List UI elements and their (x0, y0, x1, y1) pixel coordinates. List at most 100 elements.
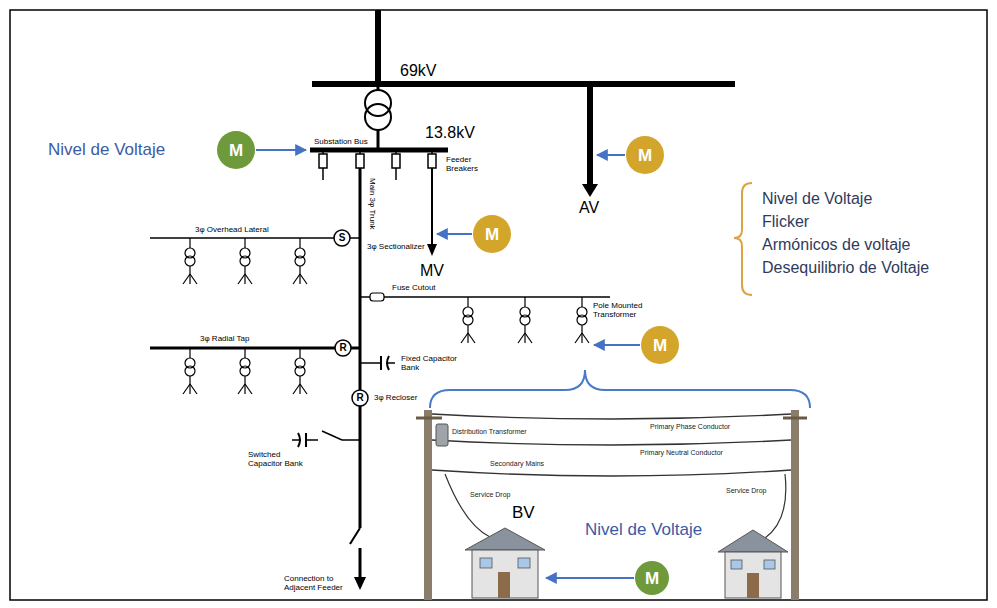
frame (10, 10, 987, 600)
switched-capacitor-symbol (292, 431, 360, 447)
level-label: AV (579, 199, 599, 217)
wire (322, 168, 324, 180)
part-label: Fixed Capacitor Bank (401, 354, 465, 372)
part-label: Feeder Breakers (446, 155, 488, 173)
node-text: M (645, 570, 659, 587)
transformer-symbol (293, 238, 307, 284)
radial-tap (150, 347, 360, 350)
transformer-symbol (238, 348, 252, 394)
distribution-transformer-can (436, 424, 448, 446)
transformer-symbol (575, 297, 589, 343)
feeder-breakers (319, 150, 436, 180)
node-circle (217, 131, 255, 169)
node-circle (635, 561, 669, 595)
level-label: MV (420, 262, 444, 280)
wire (377, 130, 380, 150)
node-text: R (339, 343, 346, 353)
substation-bus (310, 148, 448, 153)
node-circle (335, 340, 351, 356)
illustration-label: Primary Neutral Conductor (640, 449, 723, 457)
switch (350, 528, 360, 544)
distribution-illustration (416, 410, 807, 600)
measurement-arrow (546, 577, 634, 579)
wire (360, 362, 381, 364)
transformer-symbol (293, 348, 307, 394)
voltage-label: 69kV (400, 62, 436, 80)
house-window (764, 560, 775, 569)
node-circle (352, 390, 368, 406)
node-text: M (653, 337, 667, 354)
part-label: 3φ Sectionalizer (367, 242, 425, 251)
quality-item: Armónicos de voltaje (762, 236, 911, 254)
meter-circle: M (640, 325, 680, 365)
illustration-label: Distribution Transformer (452, 428, 527, 436)
node-circle (626, 136, 664, 174)
pole (791, 410, 799, 600)
measurement-arrow (594, 344, 640, 346)
measurement-label: Nivel de Voltaje (585, 520, 702, 540)
fuse-symbol (370, 293, 384, 301)
part-label: 3φ Recloser (374, 393, 417, 402)
wire (360, 296, 370, 298)
arrow-head (427, 244, 437, 256)
meter-circle: M (634, 560, 670, 596)
house-window (731, 560, 742, 569)
bracket (734, 183, 752, 295)
house-wall (472, 550, 538, 598)
part-label: Switched Capacitor Bank (248, 450, 312, 468)
part-label: 3φ Radial Tap (200, 334, 250, 343)
meter-circle: M (216, 130, 256, 170)
voltage-label: 13.8kV (425, 124, 475, 142)
brace (430, 370, 810, 408)
wire (292, 439, 300, 441)
illustration-label: Service Drop (470, 491, 510, 499)
part-label: Substation Bus (314, 137, 368, 146)
part-label: Pole Mounted Transformer (593, 301, 643, 319)
transformer-symbol (183, 348, 197, 394)
recloser-symbol: R (334, 339, 352, 357)
capacitor-plate (380, 356, 382, 370)
illustration-label: Primary Phase Conductor (650, 423, 730, 431)
meter-circle: M (625, 135, 665, 175)
transformer-symbol (518, 297, 532, 343)
pole (424, 410, 432, 600)
secondary-main-wire (432, 470, 791, 476)
node-text: R (356, 393, 363, 403)
level-label: BV (512, 503, 535, 523)
crossarm (783, 417, 807, 420)
node-text: M (638, 147, 652, 164)
wire (306, 439, 318, 441)
house-roof (465, 528, 545, 550)
hv-branch (587, 84, 593, 186)
overhead-lateral (150, 237, 360, 239)
node-circle (473, 215, 511, 253)
meter-circle: M (472, 214, 512, 254)
part-label: Fuse Cutout (392, 283, 436, 292)
primary-phase-wire (432, 414, 791, 419)
house-roof (718, 530, 788, 552)
measurement-arrows (256, 150, 640, 578)
house-door (498, 572, 510, 598)
capacitor-plate (305, 433, 307, 447)
house-wall (725, 552, 781, 598)
part-label: 3φ Overhead Lateral (195, 225, 269, 234)
part-label: Main 3φ Trunk (368, 178, 377, 230)
node-text: S (339, 233, 346, 243)
house-door (747, 573, 759, 598)
measurement-arrow (597, 154, 625, 156)
node-circle (334, 230, 350, 246)
service-drop-wire (765, 474, 786, 538)
sectionalizer-symbol: S (333, 229, 351, 247)
breaker (428, 154, 436, 168)
arrow-head (582, 184, 598, 197)
house-window (480, 558, 492, 568)
mv-feeder (431, 168, 433, 245)
measurement-arrow (437, 233, 472, 235)
transformer-symbol (461, 297, 475, 343)
fixed-capacitor-symbol (360, 356, 395, 370)
main-trunk (359, 548, 362, 578)
